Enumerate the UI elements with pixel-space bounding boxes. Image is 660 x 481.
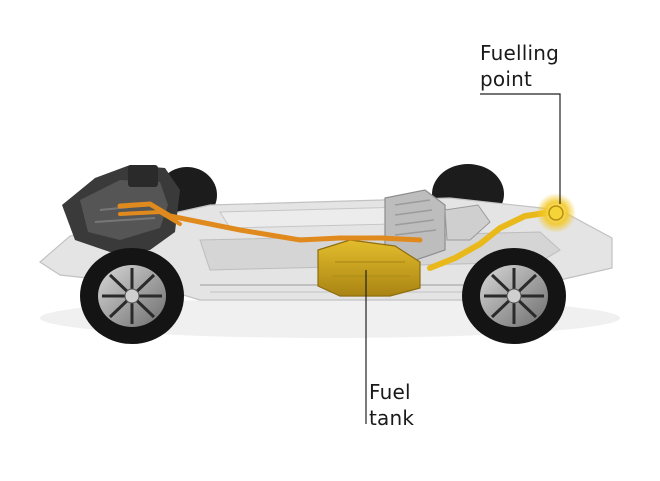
near-front-wheel	[80, 248, 184, 344]
fuel-tank-body	[317, 239, 421, 297]
fuelling-point-glow-icon	[536, 193, 576, 233]
callout-fuel-tank: Fuel tank	[369, 379, 414, 431]
callout-fuelling-point-line1: Fuelling	[480, 41, 560, 65]
fuel-line	[117, 201, 555, 271]
engine-block	[62, 165, 180, 252]
leader-line-fuelling-point	[480, 93, 561, 204]
callout-fuel-tank-line2: tank	[369, 406, 415, 430]
near-rear-wheel	[462, 248, 566, 344]
callout-fuelling-point: Fuelling point	[480, 40, 559, 92]
callout-fuel-tank-line1: Fuel	[369, 380, 411, 404]
callout-fuelling-point-line2: point	[480, 67, 533, 91]
fuel-tank-ribs	[332, 261, 410, 277]
